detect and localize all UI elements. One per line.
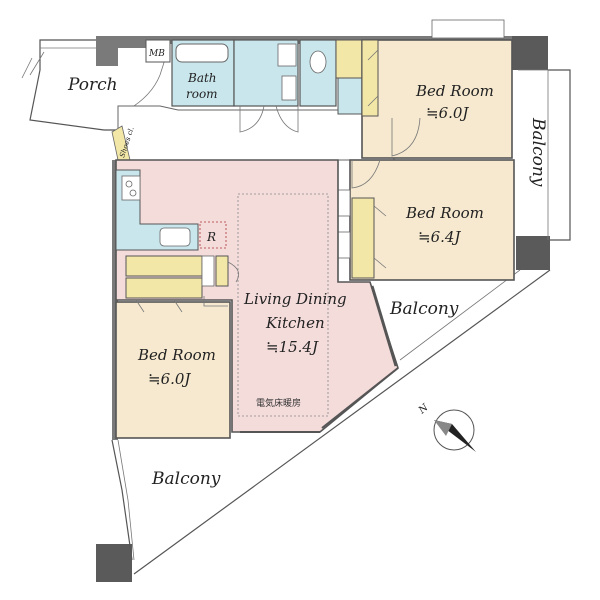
porch-label: Porch (67, 75, 118, 95)
bath-label-line2: room (186, 87, 218, 101)
bedroom-w-size: ≒6.0J (148, 370, 191, 388)
mb-box (145, 39, 171, 63)
bedroom-e-name: Bed Room (405, 204, 484, 222)
bedroom-ne-size: ≒6.0J (426, 104, 469, 122)
ldk-label-line1: Living Dining (243, 290, 347, 308)
balcony-south-label: Balcony (151, 469, 221, 489)
balcony-outlines (111, 69, 571, 575)
fridge-label: R (206, 230, 216, 244)
floor-heating-note: 電気床暖房 (256, 397, 301, 409)
bedroom-ne-name: Bed Room (415, 82, 494, 100)
balcony-east-label: Balcony (528, 117, 548, 187)
bath-label-line1: Bath (187, 71, 217, 85)
ldk-label-line2: Kitchen (265, 314, 325, 332)
bedroom-e-size: ≒6.4J (418, 228, 461, 246)
bedroom-w-name: Bed Room (137, 346, 216, 364)
porch-area (21, 39, 169, 160)
balcony-middle-label: Balcony (389, 299, 459, 319)
living-dining-kitchen (115, 159, 399, 433)
top-closets (335, 39, 363, 115)
compass-north-label: N (416, 401, 431, 416)
compass-icon: N (416, 401, 476, 452)
ldk-size: ≒15.4J (266, 338, 319, 356)
wet-area (171, 39, 337, 133)
mb-label: MB (148, 49, 165, 59)
bedroom-west (115, 296, 231, 439)
bedroom-east (337, 159, 515, 281)
bedroom-northeast (361, 39, 513, 159)
